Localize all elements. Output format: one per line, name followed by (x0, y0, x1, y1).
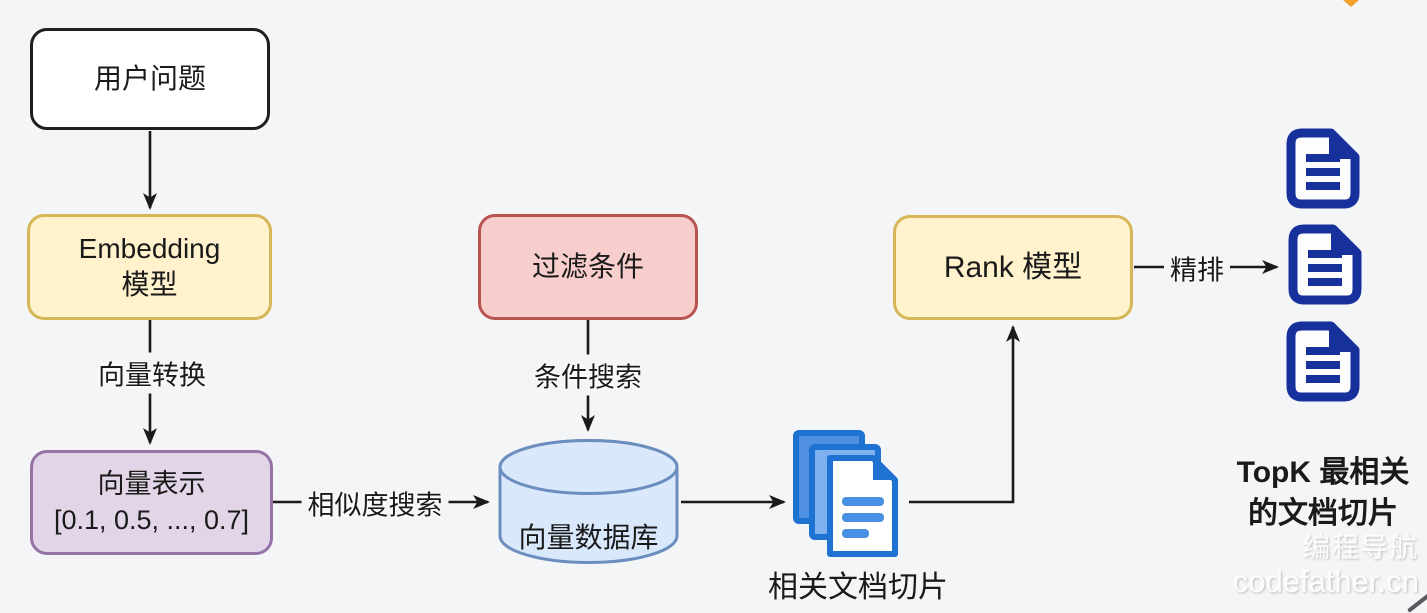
node-rank-model: Rank 模型 (893, 215, 1133, 320)
node-vector-database-label: 向量数据库 (518, 522, 659, 553)
document-icon (1286, 321, 1360, 402)
cursor-tip-icon (1343, 0, 1359, 7)
node-vector-representation-line1: 向量表示 (97, 469, 206, 500)
edge-docs-to-rank (909, 325, 1020, 504)
node-vector-representation-line2: [0.1, 0.5, ..., 0.7] (53, 504, 250, 535)
node-user-question: 用户问题 (30, 28, 270, 130)
edge-label-vector-conversion: 向量转换 (92, 352, 212, 394)
node-filter-condition: 过滤条件 (478, 214, 698, 320)
corner-stroke-icon (1406, 591, 1427, 613)
topk-caption-line1: TopK 最相关 (1236, 456, 1410, 489)
related-doc-stack-icon (789, 428, 911, 560)
result-document-icon-3 (1284, 320, 1362, 404)
edge-label-similarity-search: 相似度搜索 (301, 482, 449, 524)
document-icon (1286, 128, 1360, 209)
topk-caption-line2: 的文档切片 (1248, 496, 1398, 530)
node-embedding-model-line1: Embedding (78, 232, 221, 264)
node-user-question-label: 用户问题 (93, 62, 206, 94)
related-doc-slices-label: 相关文档切片 (768, 571, 948, 604)
stacked-documents-icon (793, 430, 898, 557)
watermark-line2: codefather.cn (1232, 564, 1419, 600)
node-embedding-model-line2: 模型 (121, 269, 178, 300)
watermark: 编程导航 codefather.cn (1233, 533, 1419, 600)
topk-caption: TopK 最相关 的文档切片 (1218, 453, 1427, 534)
node-filter-condition-label: 过滤条件 (531, 250, 644, 282)
node-vector-representation: 向量表示 [0.1, 0.5, ..., 0.7] (30, 450, 273, 555)
edge-label-condition-search: 条件搜索 (528, 354, 648, 396)
database-cylinder-icon (498, 439, 679, 564)
watermark-line1: 编程导航 (1303, 533, 1419, 564)
result-document-icon-2 (1286, 223, 1364, 307)
edge-label-fine-ranking: 精排 (1164, 247, 1230, 289)
result-document-icon-1 (1284, 127, 1362, 211)
node-rank-model-label: Rank 模型 (943, 251, 1083, 284)
node-vector-database: 向量数据库 (497, 437, 680, 567)
node-embedding-model: Embedding 模型 (27, 214, 272, 320)
document-icon (1288, 224, 1362, 305)
